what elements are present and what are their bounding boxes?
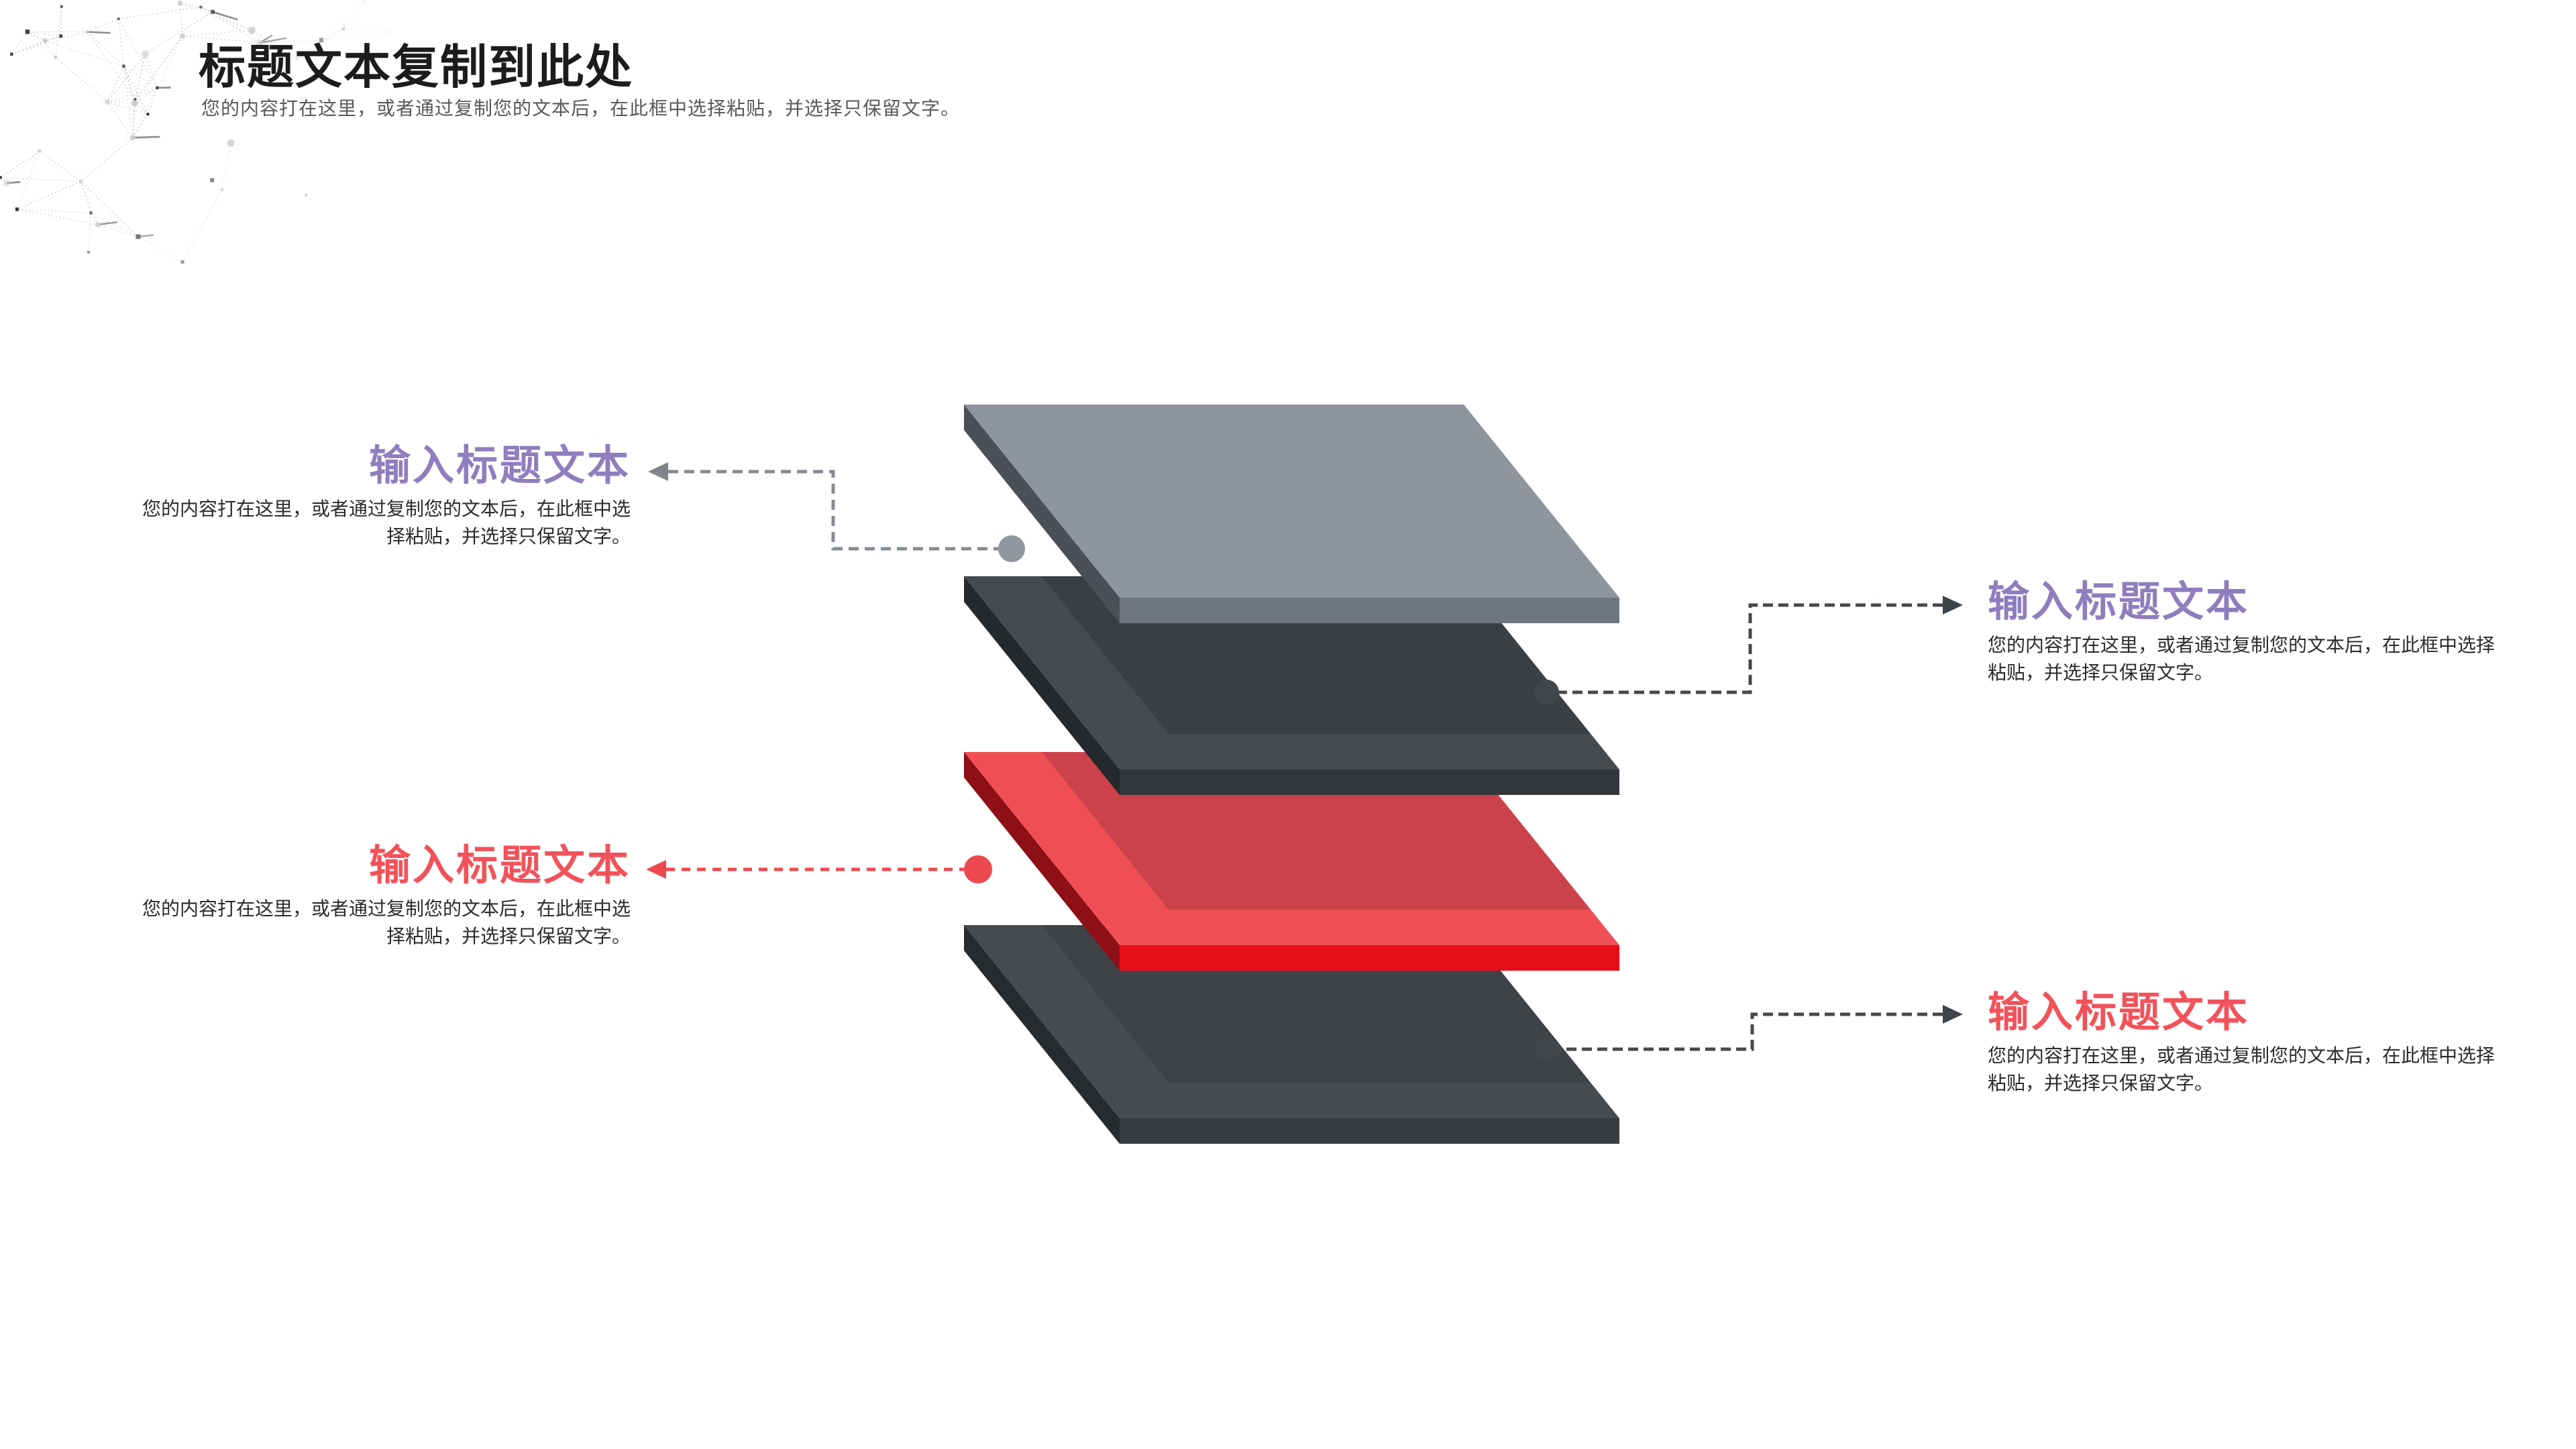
layer-1-gray-side-face xyxy=(964,405,1120,623)
callout-left-top: 输入标题文本 您的内容打在这里，或者通过复制您的文本后，在此框中选择粘贴，并选择… xyxy=(141,441,631,550)
layer-2-dark-top-face xyxy=(964,576,1619,769)
arrowhead-right_top-icon xyxy=(1943,596,1963,614)
network-decoration xyxy=(0,0,391,264)
callout-right-bottom-title: 输入标题文本 xyxy=(1988,987,2250,1036)
layer-4-dark-shadow-band xyxy=(1042,925,1591,1083)
callout-right-top-body: 您的内容打在这里，或者通过复制您的文本后，在此框中选择粘贴，并选择只保留文字。 xyxy=(1988,634,2496,684)
layer-3-red-front-face xyxy=(1120,945,1619,971)
arrowhead-left_bottom-icon xyxy=(646,860,666,879)
anchor-dot-left_top xyxy=(998,535,1025,562)
layer-2-dark-front-face xyxy=(1120,769,1619,795)
callout-left-bottom-body: 您的内容打在这里，或者通过复制您的文本后，在此框中选择粘贴，并选择只保留文字。 xyxy=(142,898,631,948)
layer-4-dark-front-face xyxy=(1120,1118,1619,1144)
anchor-dot-left_bottom xyxy=(964,855,992,883)
anchor-dot-right_bottom xyxy=(1535,1036,1560,1062)
callout-left-bottom: 输入标题文本 您的内容打在这里，或者通过复制您的文本后，在此框中选择粘贴，并选择… xyxy=(141,841,631,950)
page-subtitle: 您的内容打在这里，或者通过复制您的文本后，在此框中选择粘贴，并选择只保留文字。 xyxy=(201,97,961,119)
arrowhead-left_top-icon xyxy=(648,462,668,481)
callout-left-bottom-title: 输入标题文本 xyxy=(368,841,631,890)
connector-line-right_bottom xyxy=(1548,1012,1943,1051)
callout-right-bottom-body: 您的内容打在这里，或者通过复制您的文本后，在此框中选择粘贴，并选择只保留文字。 xyxy=(1988,1044,2496,1095)
arrowhead-right_bottom-icon xyxy=(1943,1005,1963,1024)
callout-right-top: 输入标题文本 您的内容打在这里，或者通过复制您的文本后，在此框中选择粘贴，并选择… xyxy=(1988,580,2498,686)
callout-right-bottom: 输入标题文本 您的内容打在这里，或者通过复制您的文本后，在此框中选择粘贴，并选择… xyxy=(1988,987,2498,1097)
layer-2-dark-side-face xyxy=(964,576,1120,795)
callout-right-top-title: 输入标题文本 xyxy=(1988,577,2250,626)
page-title: 标题文本复制到此处 xyxy=(199,40,633,95)
connector-line-right_top xyxy=(1546,603,1943,694)
callout-left-top-title: 输入标题文本 xyxy=(368,441,631,490)
layer-3-red-shadow-band xyxy=(1042,752,1591,910)
layer-2-dark-shadow-band xyxy=(1042,576,1591,734)
anchor-dot-right_top xyxy=(1534,680,1559,705)
layer-3-red-top-face xyxy=(964,752,1619,945)
network-decoration-group xyxy=(0,0,391,264)
layer-4-dark-side-face xyxy=(964,925,1120,1144)
connector-line-left_top xyxy=(668,470,999,551)
layer-3-red-side-face xyxy=(964,752,1120,971)
layer-4-dark-top-face xyxy=(964,925,1619,1118)
layer-1-gray-top-face xyxy=(964,405,1619,598)
callout-left-top-body: 您的内容打在这里，或者通过复制您的文本后，在此框中选择粘贴，并选择只保留文字。 xyxy=(142,498,631,548)
layer-1-gray-front-face xyxy=(1120,598,1619,623)
